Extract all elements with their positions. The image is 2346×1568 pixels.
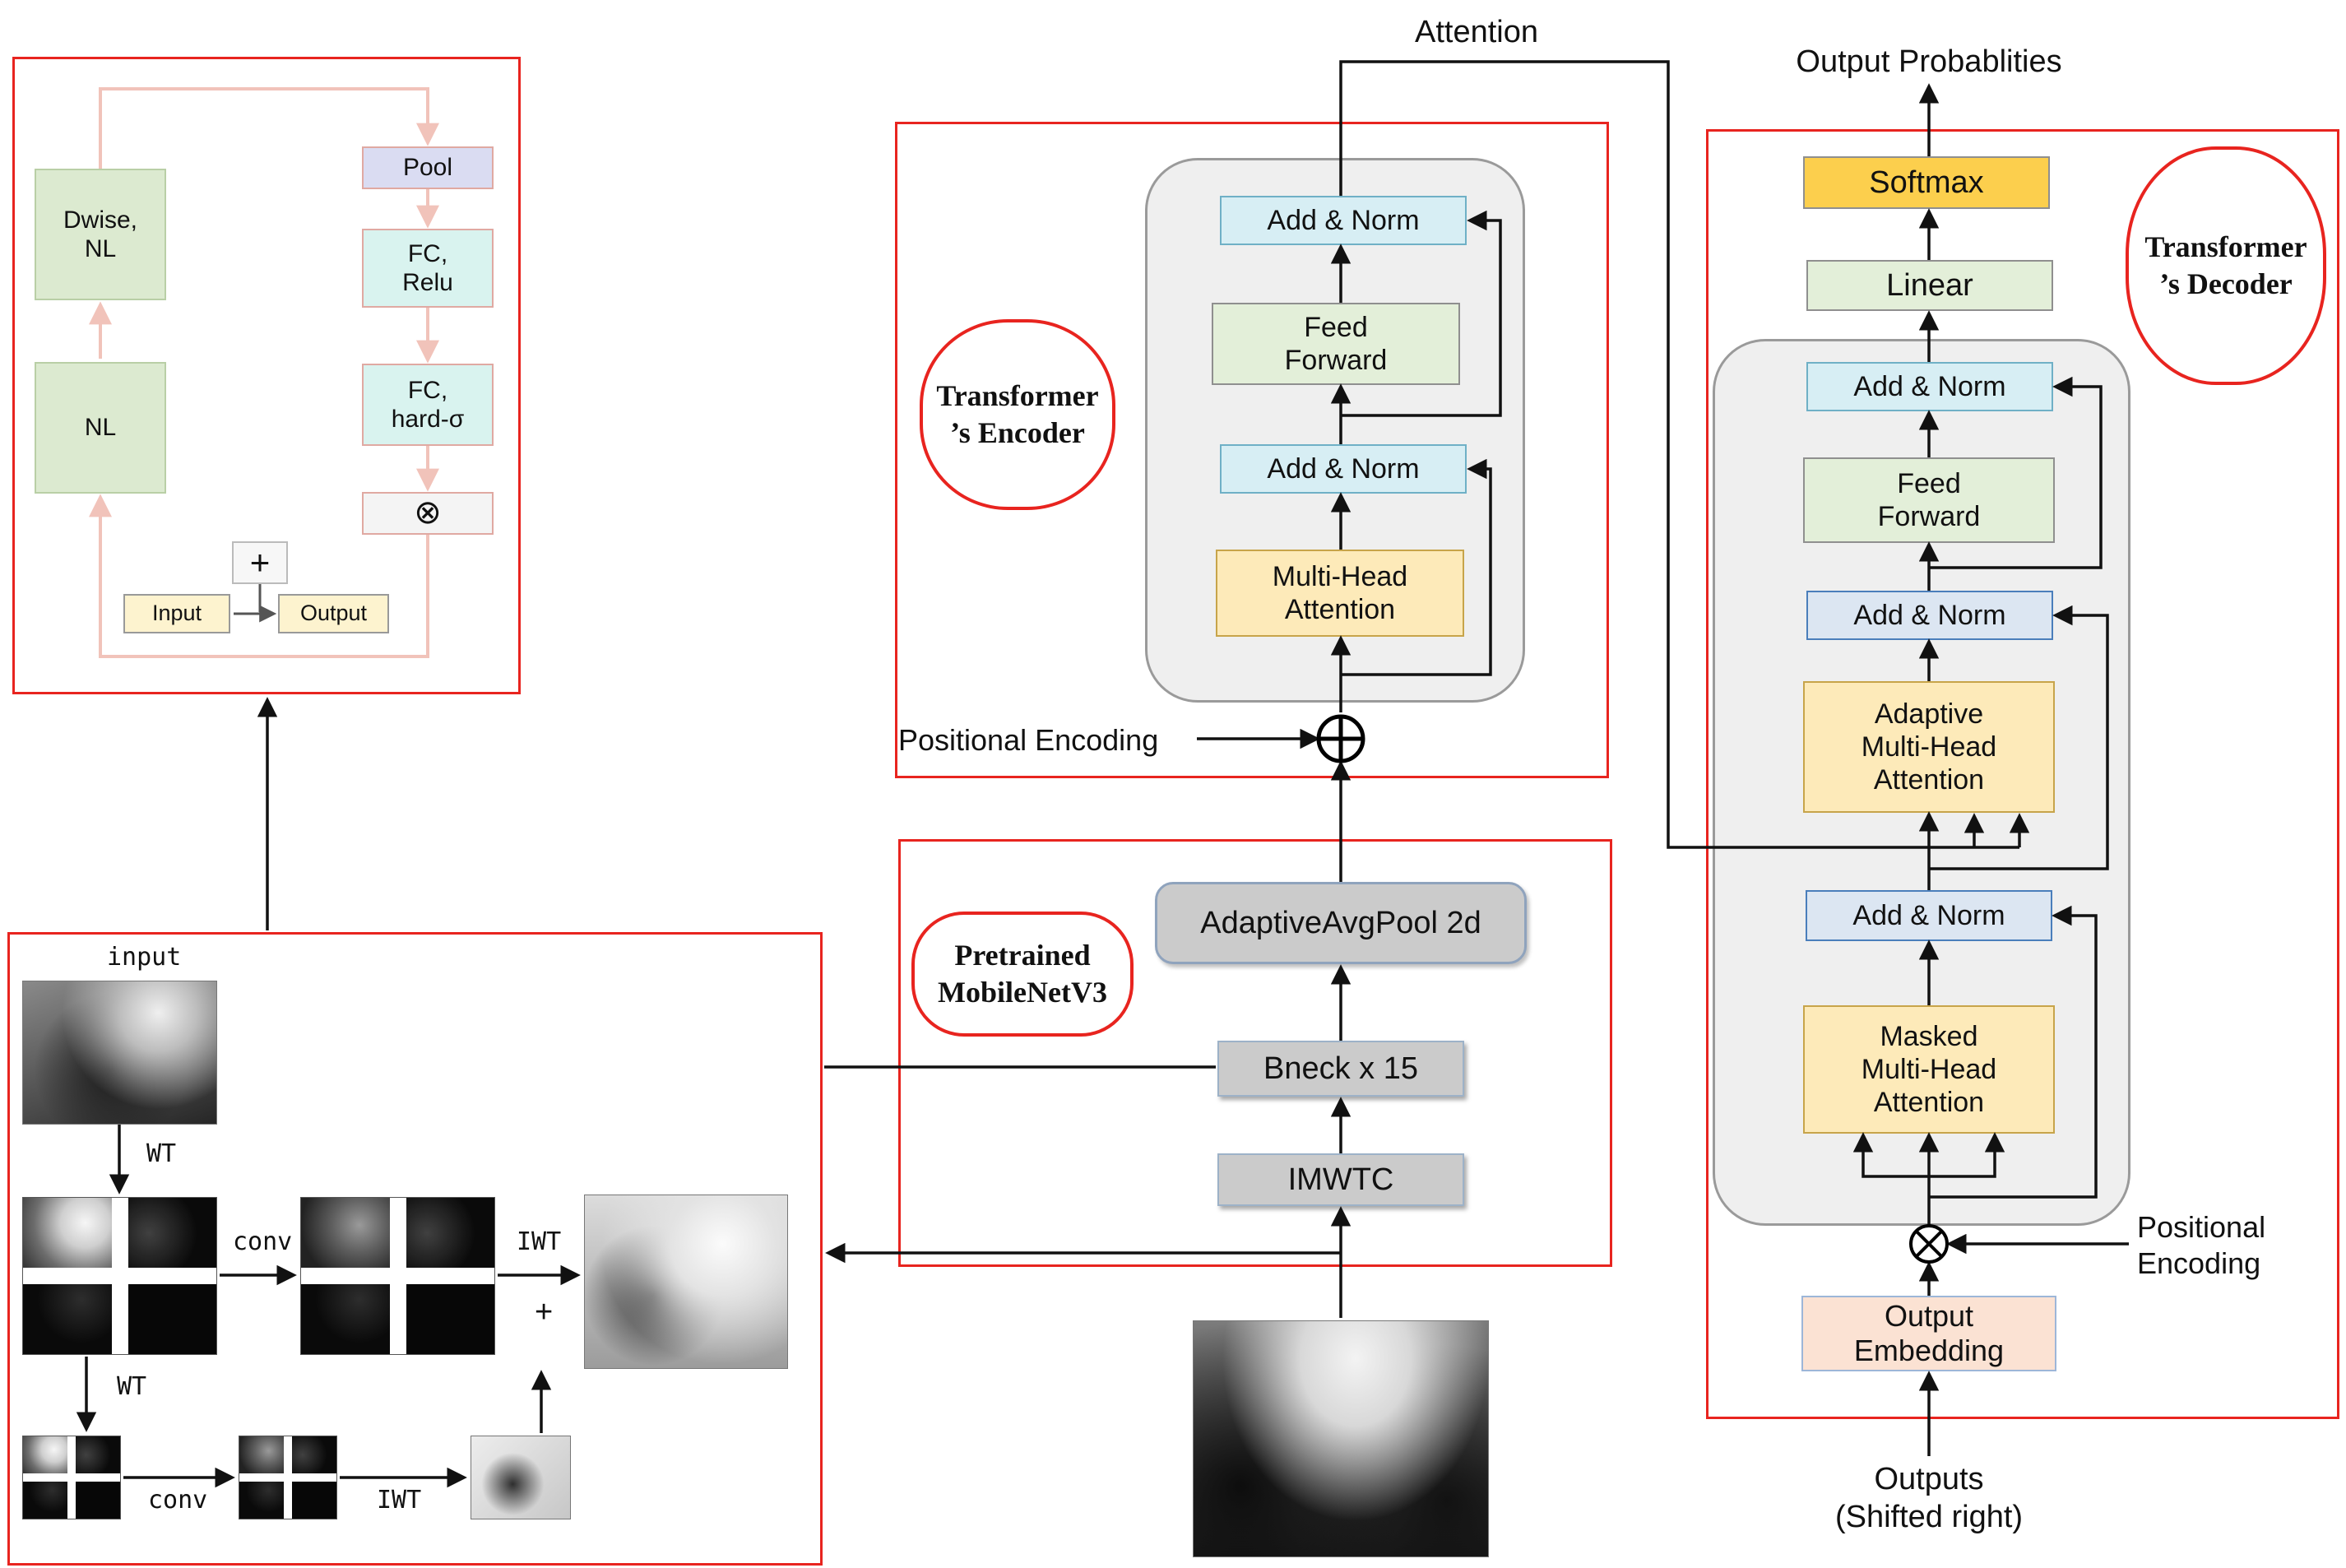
conv-label-1: conv: [233, 1227, 293, 1256]
imwtc-box: IMWTC: [1217, 1153, 1464, 1206]
iwt-label-2: IWT: [377, 1486, 422, 1515]
attention-label: Attention: [1415, 15, 1538, 49]
fc-hard-sigma-box: FC, hard-σ: [362, 364, 494, 446]
encoder-title-oval: Transformer ’s Encoder: [920, 319, 1115, 510]
mobilenet-region: [898, 839, 1612, 1267]
encoder-positional-encoding-label: Positional Encoding: [898, 723, 1159, 757]
softmax-box: Softmax: [1803, 156, 2050, 209]
decoder-title-oval: Transformer ’s Decoder: [2126, 146, 2326, 385]
input-image-label: input: [107, 943, 182, 972]
decoder-feed-forward: Feed Forward: [1803, 457, 2055, 543]
output-embedding-box: Output Embedding: [1801, 1296, 2056, 1371]
se-block-region: [12, 57, 521, 694]
wavelet-pipeline-region: [7, 932, 823, 1566]
output-box: Output: [278, 594, 389, 633]
input-box: Input: [123, 594, 230, 633]
conv-subbands-image: [300, 1197, 495, 1355]
encoder-feed-forward: Feed Forward: [1212, 303, 1460, 385]
pool-box: Pool: [362, 146, 494, 189]
iwt-small-patch-image: [471, 1436, 571, 1519]
decoder-masked-mha: Masked Multi-Head Attention: [1803, 1005, 2055, 1134]
encoder-add-norm-bottom: Add & Norm: [1220, 444, 1467, 494]
conv-small-subbands-image: [239, 1436, 337, 1519]
iwt-label-1: IWT: [517, 1227, 562, 1256]
input-image: [22, 981, 217, 1125]
wt-subbands-image: [22, 1197, 217, 1355]
fc-relu-box: FC, Relu: [362, 229, 494, 308]
decoder-positional-encoding-label: Positional Encoding: [2137, 1210, 2266, 1280]
decoder-adaptive-mha: Adaptive Multi-Head Attention: [1803, 681, 2055, 813]
adaptive-avg-pool-box: AdaptiveAvgPool 2d: [1155, 882, 1527, 964]
add-box: +: [232, 541, 288, 584]
decoder-add-norm-2: Add & Norm: [1806, 591, 2053, 640]
encoder-multi-head-attention: Multi-Head Attention: [1216, 550, 1464, 637]
wt-small-subbands-image: [22, 1436, 121, 1519]
mobilenet-title-oval: Pretrained MobileNetV3: [911, 912, 1134, 1037]
encoder-add-norm-top: Add & Norm: [1220, 196, 1467, 245]
outputs-shifted-right-label: Outputs (Shifted right): [1834, 1462, 2024, 1535]
bneck-box: Bneck x 15: [1217, 1041, 1464, 1097]
wt-label-1: WT: [146, 1139, 177, 1168]
plus-label: +: [535, 1295, 554, 1329]
conv-label-2: conv: [148, 1486, 208, 1515]
elementwise-multiply-box: ⊗: [362, 492, 494, 535]
output-probabilities-label: Output Probablities: [1796, 44, 2062, 79]
nl-box: NL: [35, 362, 166, 494]
wt-label-2: WT: [117, 1372, 147, 1401]
decoder-add-norm-3: Add & Norm: [1806, 890, 2052, 941]
dwise-nl-box: Dwise, NL: [35, 169, 166, 300]
iwt-reconstructed-image: [584, 1195, 788, 1369]
decoder-add-norm-1: Add & Norm: [1806, 362, 2053, 411]
linear-box: Linear: [1806, 260, 2053, 311]
scene-input-image: [1193, 1320, 1489, 1557]
